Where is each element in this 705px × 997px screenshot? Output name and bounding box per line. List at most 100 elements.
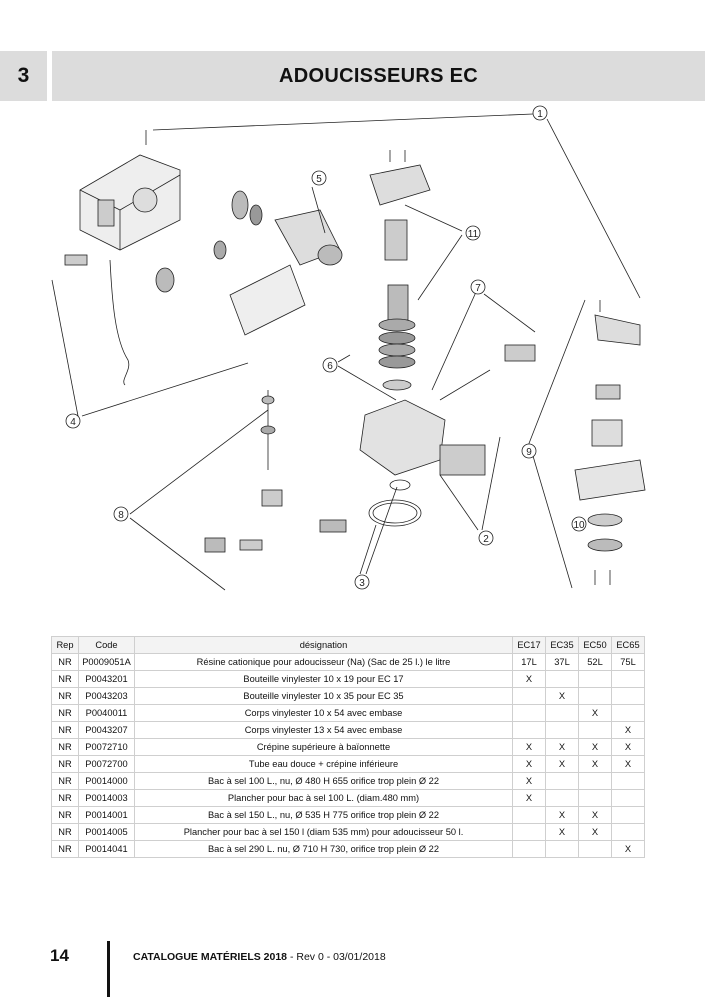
cell-designation: Corps vinylester 10 x 54 avec embase [134,704,513,722]
cell-ec17: X [512,755,546,773]
cell-ec17: 17L [512,653,546,671]
table-row: NR P0072710 Crépine supérieure à baïonne… [51,738,645,756]
callout-6: 6 [327,361,333,372]
cell-ec65 [611,823,645,841]
col-header-rep: Rep [51,636,79,654]
cell-designation: Tube eau douce + crépine inférieure [134,755,513,773]
cell-ec50: X [578,823,612,841]
cell-ec50: X [578,738,612,756]
cell-ec35 [545,772,579,790]
cell-rep: NR [51,738,79,756]
cell-rep: NR [51,755,79,773]
cell-code: P0043201 [78,670,135,688]
cell-designation: Résine cationique pour adoucisseur (Na) … [134,653,513,671]
cell-code: P0014003 [78,789,135,807]
cell-designation: Plancher pour bac à sel 150 l (diam 535 … [134,823,513,841]
cell-ec65: X [611,755,645,773]
cell-ec35: X [545,687,579,705]
cell-ec65 [611,704,645,722]
cell-ec50: 52L [578,653,612,671]
cell-rep: NR [51,704,79,722]
cell-ec65: 75L [611,653,645,671]
table-row: NR P0043203 Bouteille vinylester 10 x 35… [51,687,645,705]
catalogue-title: CATALOGUE MATÉRIELS 2018 [133,951,288,963]
callout-7: 7 [475,283,481,294]
cell-code: P0072700 [78,755,135,773]
col-header-ec65: EC65 [611,636,645,654]
callout-8: 8 [118,510,124,521]
cell-ec50 [578,789,612,807]
page-title: ADOUCISSEURS EC [52,51,705,101]
cell-designation: Bouteille vinylester 10 x 19 pour EC 17 [134,670,513,688]
cell-code: P0043203 [78,687,135,705]
cell-rep: NR [51,721,79,739]
cell-ec35 [545,704,579,722]
parts-table: Rep Code désignation EC17 EC35 EC50 EC65… [51,636,645,858]
cell-ec35: 37L [545,653,579,671]
callout-5: 5 [316,174,322,185]
table-header-row: Rep Code désignation EC17 EC35 EC50 EC65 [51,636,645,654]
exploded-parts-diagram: 1 2 3 4 5 6 7 8 9 10 11 [0,100,705,620]
table-row: NR P0009051A Résine cationique pour adou… [51,653,645,671]
cell-ec17: X [512,670,546,688]
table-row: NR P0014003 Plancher pour bac à sel 100 … [51,789,645,807]
callout-4: 4 [70,417,76,428]
cell-ec17: X [512,789,546,807]
cell-code: P0040011 [78,704,135,722]
cell-ec35: X [545,806,579,824]
footer-divider [107,941,110,997]
cell-ec35 [545,789,579,807]
cell-designation: Crépine supérieure à baïonnette [134,738,513,756]
col-header-code: Code [78,636,135,654]
cell-ec50 [578,772,612,790]
cell-ec17 [512,687,546,705]
cell-ec35: X [545,823,579,841]
cell-ec65 [611,687,645,705]
cell-ec17 [512,704,546,722]
cell-designation: Corps vinylester 13 x 54 avec embase [134,721,513,739]
table-row: NR P0014000 Bac à sel 100 L., nu, Ø 480 … [51,772,645,790]
cell-designation: Bac à sel 100 L., nu, Ø 480 H 655 orific… [134,772,513,790]
callout-11: 11 [468,229,479,240]
cell-code: P0014001 [78,806,135,824]
page-number: 14 [50,946,69,965]
cell-rep: NR [51,670,79,688]
cell-ec50: X [578,704,612,722]
cell-ec50: X [578,755,612,773]
table-row: NR P0040011 Corps vinylester 10 x 54 ave… [51,704,645,722]
cell-ec35: X [545,738,579,756]
cell-rep: NR [51,653,79,671]
callout-10: 10 [573,520,585,531]
cell-ec50 [578,670,612,688]
callout-1: 1 [537,109,543,120]
cell-ec35: X [545,755,579,773]
cell-code: P0072710 [78,738,135,756]
cell-ec65 [611,670,645,688]
cell-designation: Bac à sel 290 L. nu, Ø 710 H 730, orific… [134,840,513,858]
revision-text: - Rev 0 - 03/01/2018 [287,951,386,963]
table-row: NR P0014041 Bac à sel 290 L. nu, Ø 710 H… [51,840,645,858]
cell-ec35 [545,840,579,858]
cell-ec65: X [611,721,645,739]
cell-ec65 [611,789,645,807]
cell-ec50 [578,840,612,858]
cell-ec17 [512,806,546,824]
cell-rep: NR [51,772,79,790]
section-number: 3 [0,51,47,101]
col-header-designation: désignation [134,636,513,654]
cell-ec65: X [611,840,645,858]
cell-ec65 [611,806,645,824]
cell-code: P0014005 [78,823,135,841]
cell-ec17 [512,721,546,739]
cell-rep: NR [51,789,79,807]
cell-ec50: X [578,806,612,824]
col-header-ec50: EC50 [578,636,612,654]
table-row: NR P0014001 Bac à sel 150 L., nu, Ø 535 … [51,806,645,824]
cell-ec17 [512,840,546,858]
cell-rep: NR [51,806,79,824]
callout-2: 2 [483,534,489,545]
table-row: NR P0043201 Bouteille vinylester 10 x 19… [51,670,645,688]
cell-designation: Bac à sel 150 L., nu, Ø 535 H 775 orific… [134,806,513,824]
cell-ec50 [578,721,612,739]
cell-code: P0014000 [78,772,135,790]
